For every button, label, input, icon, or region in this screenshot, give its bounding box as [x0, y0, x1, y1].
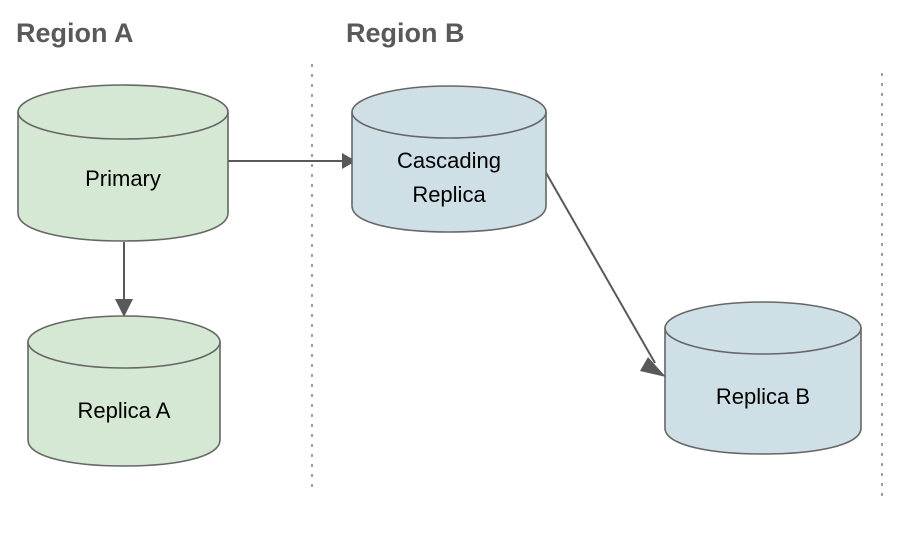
primary-label: Primary: [85, 166, 161, 191]
node-primary[interactable]: Primary: [17, 84, 229, 242]
cascading-replica-label-line2: Replica: [412, 182, 486, 207]
replica-b-cylinder-top: [664, 301, 862, 355]
replica-b-cylinder-body: [664, 327, 862, 455]
cascading-replica-cylinder-top: [351, 85, 547, 139]
primary-cylinder-body: [17, 111, 229, 242]
primary-cylinder-top: [17, 84, 229, 140]
cascading-replica-label-line1: Cascading: [397, 148, 501, 173]
node-replica-b[interactable]: Replica B: [664, 301, 862, 455]
edge-primary-to-cascading-replica: [222, 153, 356, 169]
replica-a-cylinder-body: [27, 341, 221, 467]
edge-primary-to-replica-a: [115, 242, 133, 317]
region-a-title: Region A: [16, 18, 134, 48]
replica-a-cylinder-top: [27, 315, 221, 369]
region-b-title: Region B: [346, 18, 465, 48]
node-replica-a[interactable]: Replica A: [27, 315, 221, 467]
replica-b-label: Replica B: [716, 384, 810, 409]
edge-cascading-replica-to-replica-b: [540, 163, 666, 377]
node-cascading-replica[interactable]: Cascading Replica: [351, 85, 547, 233]
cascading-replica-cylinder-body: [351, 111, 547, 233]
replica-a-label: Replica A: [78, 398, 171, 423]
